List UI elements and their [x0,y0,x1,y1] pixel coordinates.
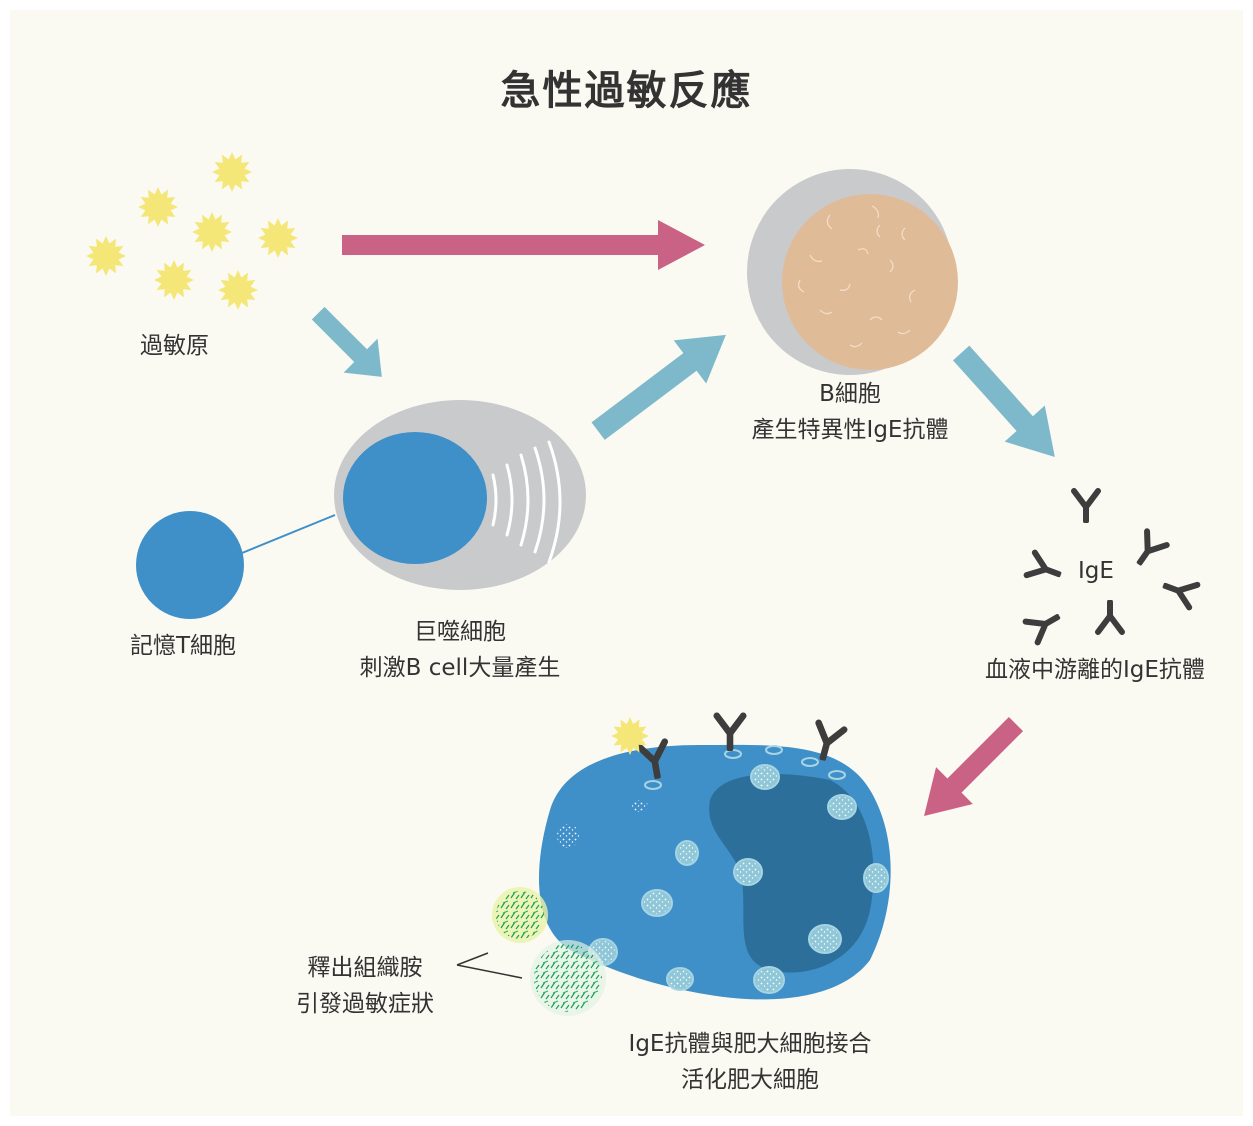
b-cell [747,169,958,375]
arrow-bcell-to-ige [952,345,1055,458]
memory-t-cell-label: 記憶T細胞 [130,633,237,659]
mast-cell [538,716,891,1000]
allergen-star [154,260,194,300]
arrow-macrophage-to-bcell [591,334,726,440]
mast-cell-label: IgE抗體與肥大細胞接合 活化肥大細胞 [610,1026,890,1098]
page-title: 急性過敏反應 [500,68,753,114]
histamine-pointer [456,952,523,979]
histamine-label-line2: 引發過敏症狀 [296,991,434,1017]
memory-t-cell [136,511,244,619]
arrow-allergen-to-macrophage [311,306,382,377]
b-cell-label-line2: 產生特異性IgE抗體 [751,417,949,443]
allergen-star [218,270,258,310]
allergen-star [192,212,232,252]
diagram-graphics [86,152,1243,1016]
diagram-canvas: 急性過敏反應 [10,10,1243,1116]
allergen-star [258,218,298,258]
arrow-ige-to-mastcell [924,716,1024,816]
allergen-cluster [86,152,298,310]
bound-allergen-star [611,717,649,755]
ige-center-label: IgE [1078,558,1114,584]
macrophage [334,400,586,590]
histamine-label-line1: 釋出組織胺 [307,955,423,981]
allergen-star [138,187,178,227]
b-cell-label-line1: B細胞 [819,381,881,407]
b-cell-label: B細胞 產生特異性IgE抗體 [720,376,980,448]
histamine-label: 釋出組織胺 引發過敏症狀 [280,950,450,1022]
macrophage-label: 巨噬細胞 刺激B cell大量產生 [340,614,580,686]
allergen-star [86,236,126,276]
mast-cell-label-line1: IgE抗體與肥大細胞接合 [628,1031,872,1057]
mast-cell-label-line2: 活化肥大細胞 [681,1067,819,1093]
allergen-star [212,152,252,192]
arrow-allergen-to-bcell [342,220,705,270]
macrophage-label-line2: 刺激B cell大量產生 [359,655,561,681]
macrophage-label-line1: 巨噬細胞 [414,619,506,645]
free-ige-label: 血液中游離的IgE抗體 [985,657,1205,683]
allergen-label: 過敏原 [140,333,209,359]
histamine-release [492,887,606,1016]
t-cell-connector [241,514,336,554]
